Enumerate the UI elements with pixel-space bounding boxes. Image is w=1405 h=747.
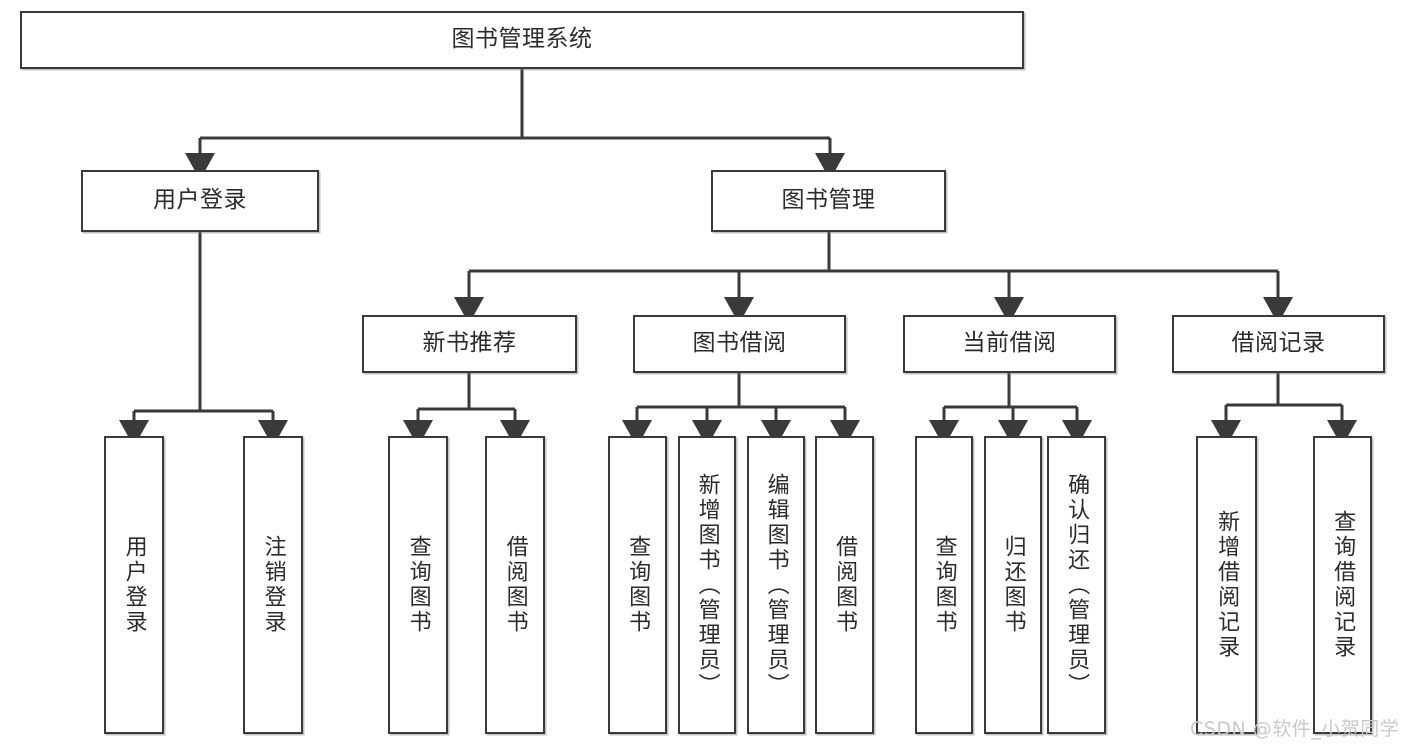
node-user-login[interactable]: 用户登录 bbox=[81, 170, 319, 232]
node-book-borrowing[interactable]: 图书借阅 bbox=[633, 315, 846, 373]
leaf-user-login-label: 用户登录 bbox=[121, 535, 147, 635]
leaf-user-login[interactable]: 用户登录 bbox=[104, 436, 164, 734]
leaf-return-book-label: 归还图书 bbox=[1000, 535, 1026, 635]
csdn-watermark: CSDN @软件_小贺同学 bbox=[1190, 718, 1400, 740]
leaf-query-book-borrowing-label: 查询图书 bbox=[625, 535, 651, 635]
node-book-management-label: 图书管理 bbox=[781, 187, 876, 214]
leaf-add-book-admin-label: 新增图书（管理员） bbox=[694, 472, 720, 698]
leaf-confirm-return-admin-label: 确认归还（管理员） bbox=[1064, 472, 1090, 698]
node-new-book-recommend-label: 新书推荐 bbox=[422, 330, 517, 357]
node-new-book-recommend[interactable]: 新书推荐 bbox=[362, 315, 577, 373]
node-root-label: 图书管理系统 bbox=[451, 26, 593, 53]
leaf-query-book-newbook[interactable]: 查询图书 bbox=[388, 436, 448, 734]
leaf-add-borrow-record[interactable]: 新增借阅记录 bbox=[1196, 436, 1257, 734]
leaf-lend-book-label: 借阅图书 bbox=[832, 535, 858, 635]
leaf-return-book[interactable]: 归还图书 bbox=[984, 436, 1042, 734]
leaf-query-borrow-record-label: 查询借阅记录 bbox=[1330, 510, 1356, 660]
leaf-query-borrow-record[interactable]: 查询借阅记录 bbox=[1313, 436, 1372, 734]
leaf-logout-label: 注销登录 bbox=[260, 535, 286, 635]
node-current-borrowing[interactable]: 当前借阅 bbox=[903, 315, 1116, 373]
leaf-query-book-current[interactable]: 查询图书 bbox=[915, 436, 973, 734]
leaf-confirm-return-admin[interactable]: 确认归还（管理员） bbox=[1047, 436, 1106, 734]
node-root[interactable]: 图书管理系统 bbox=[20, 11, 1024, 69]
leaf-query-book-current-label: 查询图书 bbox=[931, 535, 957, 635]
leaf-logout[interactable]: 注销登录 bbox=[243, 436, 303, 734]
node-book-borrowing-label: 图书借阅 bbox=[692, 330, 787, 357]
node-book-management[interactable]: 图书管理 bbox=[711, 170, 946, 232]
leaf-query-book-borrowing[interactable]: 查询图书 bbox=[608, 436, 667, 734]
leaf-borrow-book-newbook-label: 借阅图书 bbox=[502, 535, 528, 635]
leaf-add-borrow-record-label: 新增借阅记录 bbox=[1214, 510, 1240, 660]
leaf-edit-book-admin[interactable]: 编辑图书（管理员） bbox=[747, 436, 805, 734]
node-borrow-records[interactable]: 借阅记录 bbox=[1172, 315, 1385, 373]
node-current-borrowing-label: 当前借阅 bbox=[962, 330, 1057, 357]
leaf-add-book-admin[interactable]: 新增图书（管理员） bbox=[678, 436, 736, 734]
leaf-query-book-newbook-label: 查询图书 bbox=[405, 535, 431, 635]
leaf-borrow-book-newbook[interactable]: 借阅图书 bbox=[485, 436, 545, 734]
leaf-lend-book[interactable]: 借阅图书 bbox=[815, 436, 874, 734]
node-borrow-records-label: 借阅记录 bbox=[1231, 330, 1326, 357]
node-user-login-label: 用户登录 bbox=[153, 187, 247, 214]
leaf-edit-book-admin-label: 编辑图书（管理员） bbox=[763, 472, 789, 698]
